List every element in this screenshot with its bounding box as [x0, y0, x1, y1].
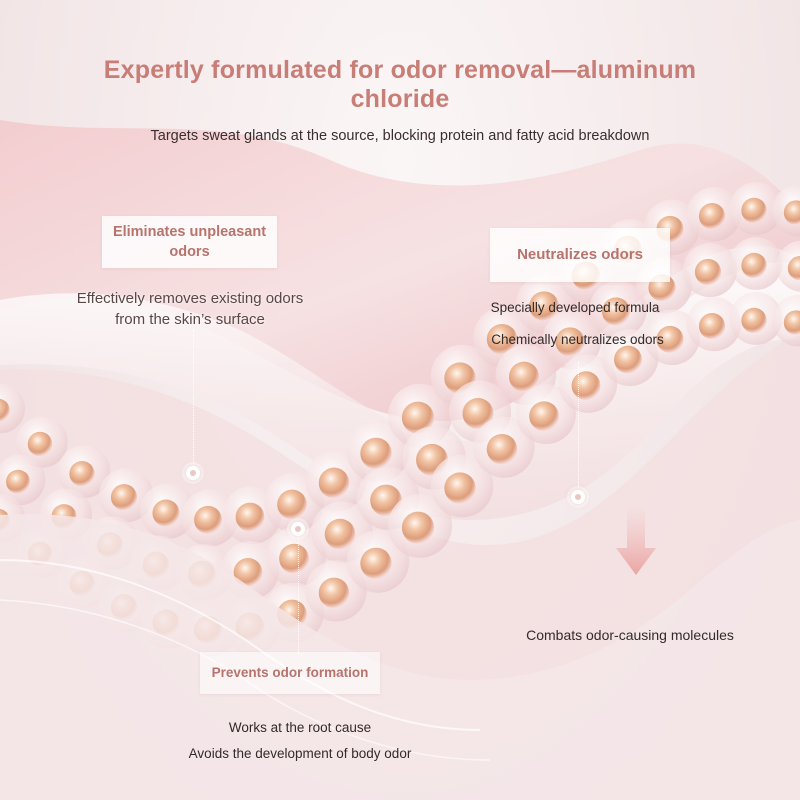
bubble-shell: [0, 383, 25, 434]
bead: [360, 547, 392, 580]
bead: [69, 461, 95, 487]
prevents-point-1: Works at the root cause: [228, 720, 372, 735]
bead: [277, 489, 307, 520]
bead: [783, 310, 800, 335]
bead: [27, 431, 53, 457]
page-subtitle: Targets sweat glands at the source, bloc…: [150, 128, 650, 144]
bead: [444, 472, 476, 504]
callout-line-left: [193, 330, 194, 470]
eliminates-label: Eliminates unpleasant odors: [102, 216, 277, 268]
bead: [194, 505, 222, 534]
bead: [486, 433, 518, 465]
bead: [360, 437, 392, 470]
callout-line-bottom: [298, 536, 299, 654]
prevents-point-2: Avoids the development of body odor: [188, 746, 412, 761]
bead: [401, 401, 435, 434]
bead: [741, 197, 767, 224]
bead: [324, 518, 356, 550]
callout-dot-left: [186, 466, 200, 480]
bead: [462, 398, 494, 430]
bead: [318, 467, 350, 499]
callout-dot-right: [571, 490, 585, 504]
bead: [656, 325, 684, 353]
combats-detail: Combats odor-causing molecules: [526, 627, 734, 643]
eliminates-detail: Effectively removes existing odors from …: [76, 290, 304, 328]
bead: [401, 511, 435, 544]
bead: [571, 371, 601, 401]
prevents-label: Prevents odor formation: [200, 652, 380, 694]
bead: [698, 202, 726, 230]
bead: [698, 312, 726, 340]
bead: [694, 258, 722, 286]
bead: [486, 323, 518, 355]
bead: [152, 499, 180, 527]
callout-line-right: [578, 362, 579, 490]
bead: [601, 297, 631, 326]
neutralizes-point-1: Specially developed formula: [490, 300, 660, 315]
bead: [318, 577, 350, 609]
bead: [508, 361, 540, 392]
bead: [783, 200, 800, 225]
page-title: Expertly formulated for odor removal—alu…: [103, 56, 697, 113]
bead: [279, 543, 309, 574]
bead: [6, 469, 30, 494]
bead: [235, 502, 265, 532]
bead: [0, 398, 10, 423]
down-arrow-icon: [616, 505, 656, 575]
bead: [555, 327, 585, 357]
bead: [787, 256, 800, 281]
neutralizes-point-2: Chemically neutralizes odors: [491, 332, 664, 347]
bead: [110, 484, 138, 511]
bead: [233, 558, 263, 587]
bead: [741, 307, 767, 334]
bead: [529, 401, 559, 431]
skin-surface: [0, 120, 800, 421]
bead: [529, 291, 559, 321]
neutralizes-label: Neutralizes odors: [490, 228, 670, 282]
callout-dot-bottom: [291, 522, 305, 536]
glass-base: [0, 514, 800, 800]
bead: [614, 345, 642, 374]
glass-layer: [0, 262, 800, 520]
bead: [741, 252, 767, 279]
